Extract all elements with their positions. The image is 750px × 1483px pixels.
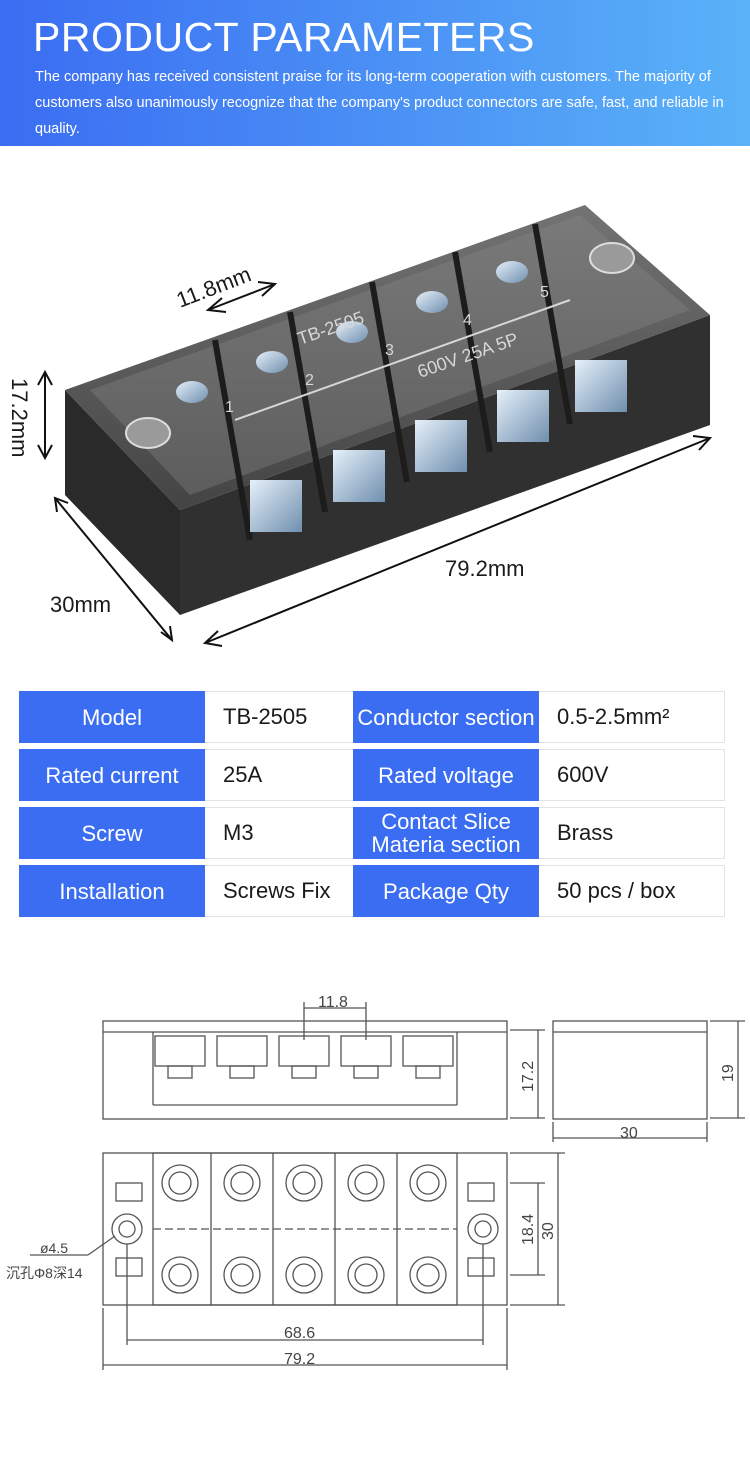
drawing-counterbore-label: 沉孔Φ8深14 <box>6 1265 83 1281</box>
header-banner: PRODUCT PARAMETERS The company has recei… <box>0 0 750 146</box>
upper-screws <box>176 261 528 403</box>
side-view <box>552 1020 745 1142</box>
width-dimension-label: 30mm <box>50 592 111 617</box>
drawing-hole-spacing-label: 18.4 <box>520 1214 537 1245</box>
drawing-total-height-label: 19 <box>720 1064 737 1082</box>
spec-key: Rated current <box>19 749 205 801</box>
spec-key: Installation <box>19 865 205 917</box>
svg-text:5: 5 <box>540 284 549 301</box>
height-dimension-label: 17.2mm <box>7 378 32 457</box>
drawing-pitch-label: 11.8 <box>318 994 348 1011</box>
terminal-numbers: 1 2 3 4 5 <box>225 284 549 416</box>
dimension-arrows <box>37 281 713 647</box>
length-dimension-label: 79.2mm <box>445 556 524 581</box>
spec-value: 50 pcs / box <box>539 865 725 917</box>
drawing-side-width-label: 30 <box>620 1125 638 1142</box>
spec-value: M3 <box>205 807 353 859</box>
lower-screws <box>250 360 627 532</box>
spec-value: 25A <box>205 749 353 801</box>
svg-text:1: 1 <box>225 399 234 416</box>
svg-text:4: 4 <box>463 312 472 329</box>
mounting-hole-left <box>125 417 171 449</box>
drawing-height-label: 17.2 <box>520 1061 537 1092</box>
spec-key: Screw <box>19 807 205 859</box>
table-row: Installation Screws Fix Package Qty 50 p… <box>19 865 725 917</box>
spec-value: Screws Fix <box>205 865 353 917</box>
cover-divider-line <box>234 299 571 421</box>
spec-key: Model <box>19 691 205 743</box>
spec-key: Rated voltage <box>353 749 539 801</box>
drawing-hole-dia-label: ø4.5 <box>40 1240 68 1256</box>
drawing-length-label: 79.2 <box>284 1351 315 1368</box>
block-side-face <box>65 390 180 615</box>
barrier-dividers <box>212 223 573 541</box>
spec-value: 600V <box>539 749 725 801</box>
plan-view <box>30 1152 565 1370</box>
table-row: Rated current 25A Rated voltage 600V <box>19 749 725 801</box>
front-view <box>102 1002 545 1120</box>
page-title: PRODUCT PARAMETERS <box>33 14 535 60</box>
spec-key: Package Qty <box>353 865 539 917</box>
drawing-width-label: 30 <box>540 1222 557 1240</box>
spec-value: Brass <box>539 807 725 859</box>
spec-value: TB-2505 <box>205 691 353 743</box>
mounting-hole-right <box>589 242 635 274</box>
spec-value: 0.5-2.5mm² <box>539 691 725 743</box>
header-description: The company has received consistent prai… <box>35 69 724 137</box>
spec-table: Model TB-2505 Conductor section 0.5-2.5m… <box>19 685 725 923</box>
drawing-mount-distance-label: 68.6 <box>284 1325 315 1342</box>
cover-highlight <box>90 215 690 495</box>
svg-text:2: 2 <box>305 372 314 389</box>
table-row: Screw M3 Contact Slice Materia section B… <box>19 807 725 859</box>
product-photo: TB-2505 600V 25A 5P 1 2 3 4 5 11.8mm 17.… <box>7 205 713 647</box>
technical-drawing: 11.8 17.2 19 30 18.4 30 ø4.5 沉孔Φ8深14 68.… <box>6 994 745 1370</box>
spec-key: Contact Slice Materia section <box>353 807 539 859</box>
spec-key: Conductor section <box>353 691 539 743</box>
svg-text:3: 3 <box>385 342 394 359</box>
table-row: Model TB-2505 Conductor section 0.5-2.5m… <box>19 691 725 743</box>
